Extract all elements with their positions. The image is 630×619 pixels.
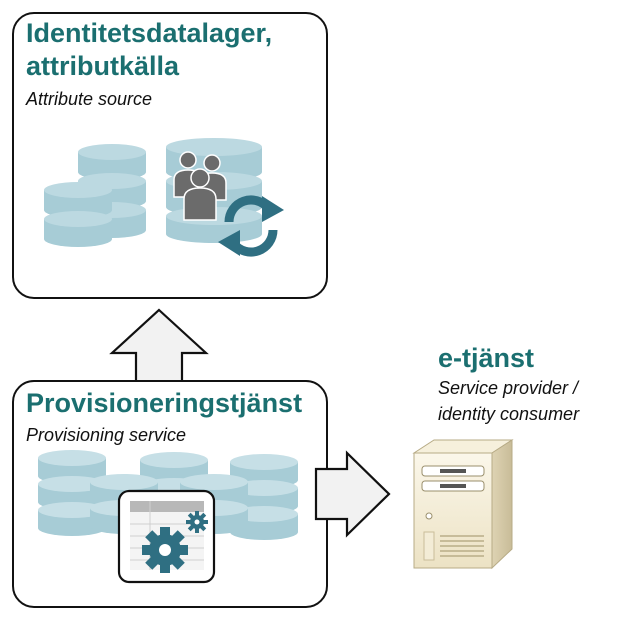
people-icon [173,151,227,221]
sync-icon [218,195,284,257]
attribute-source-subtitle: Attribute source [26,89,153,109]
gear-icon [142,527,188,573]
attribute-source-title-line1: Identitetsdatalager, [26,18,273,48]
gear-icon [186,511,208,533]
service-provider-title: e-tjänst [438,343,535,373]
provisioning-subtitle: Provisioning service [26,425,187,445]
service-provider-subtitle-line2: identity consumer [438,404,580,424]
service-provider-subtitle-line1: Service provider / [438,378,579,398]
attribute-source-title-line2: attributkälla [26,51,180,81]
provisioning-title: Provisioneringstjänst [26,388,303,418]
